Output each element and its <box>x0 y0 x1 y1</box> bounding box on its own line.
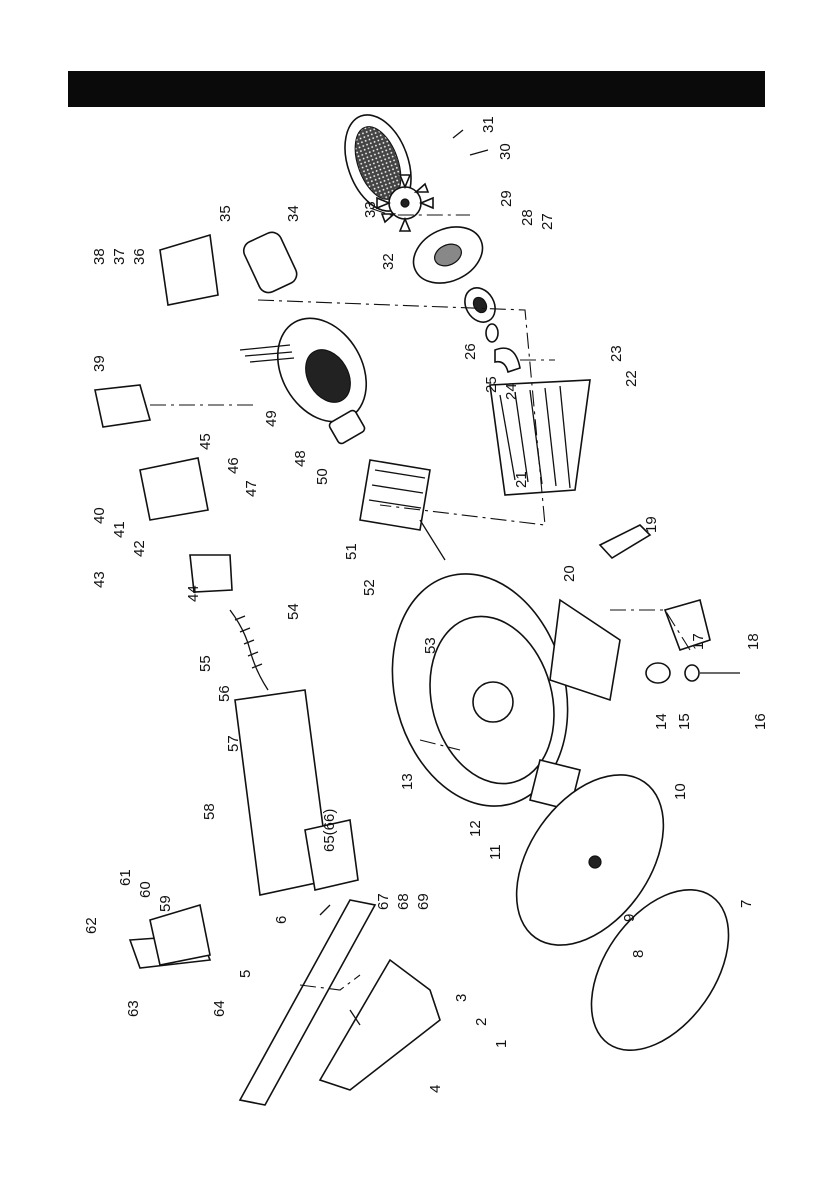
label-28: 28 <box>519 209 536 226</box>
label-54: 54 <box>285 603 302 620</box>
stator-winding <box>240 302 384 437</box>
label-8: 8 <box>630 950 647 958</box>
label-41: 41 <box>111 521 128 538</box>
label-64: 64 <box>211 1000 228 1017</box>
label-69: 69 <box>415 893 432 910</box>
label-13: 13 <box>399 773 416 790</box>
label-17: 17 <box>690 633 707 650</box>
mounting-bracket <box>495 348 520 372</box>
capacitor-cover <box>160 235 218 305</box>
label-2: 2 <box>473 1018 490 1026</box>
label-30: 30 <box>497 143 514 160</box>
label-11: 11 <box>487 844 504 860</box>
label-18: 18 <box>745 633 762 650</box>
rubber-foot <box>646 663 670 683</box>
wave-washer <box>486 324 498 342</box>
label-40: 40 <box>91 507 108 524</box>
label-47: 47 <box>243 480 260 497</box>
label-23: 23 <box>608 345 625 362</box>
label-12: 12 <box>467 820 484 837</box>
label-67: 67 <box>375 893 392 910</box>
label-6: 6 <box>273 916 290 924</box>
label-53: 53 <box>422 637 439 654</box>
label-42: 42 <box>131 540 148 557</box>
label-31: 31 <box>480 116 497 133</box>
label-44: 44 <box>185 585 202 602</box>
label-1: 1 <box>493 1040 510 1048</box>
rear-bearing <box>459 282 501 327</box>
label-35: 35 <box>217 205 234 222</box>
label-9: 9 <box>621 914 638 922</box>
label-59: 59 <box>157 895 174 912</box>
power-cord <box>230 610 268 690</box>
label-43: 43 <box>91 571 108 588</box>
label-26: 26 <box>462 343 479 360</box>
label-51: 51 <box>343 543 360 560</box>
label-48: 48 <box>292 450 309 467</box>
label-33: 33 <box>362 201 379 218</box>
label-60: 60 <box>137 881 154 898</box>
label-34: 34 <box>285 205 302 222</box>
label-36: 36 <box>131 248 148 265</box>
label-21: 21 <box>513 471 530 488</box>
junction-box <box>95 385 150 427</box>
label-10: 10 <box>672 783 689 800</box>
label-61: 61 <box>117 869 134 886</box>
label-45: 45 <box>197 433 214 450</box>
label-20: 20 <box>561 565 578 582</box>
label-55: 55 <box>197 655 214 672</box>
label-39: 39 <box>91 355 108 372</box>
label-16: 16 <box>752 713 769 730</box>
miter-gauge <box>150 905 210 965</box>
washer <box>685 665 699 681</box>
label-68: 68 <box>395 893 412 910</box>
label-29: 29 <box>498 190 515 207</box>
label-14: 14 <box>653 713 670 730</box>
armature-rotor <box>360 460 445 560</box>
disc-guard <box>320 960 440 1090</box>
label-65: 65(66) <box>321 809 338 852</box>
label-3: 3 <box>453 994 470 1002</box>
label-50: 50 <box>314 468 331 485</box>
label-63: 63 <box>125 1000 142 1017</box>
label-25: 25 <box>483 376 500 393</box>
label-27: 27 <box>539 213 556 230</box>
label-37: 37 <box>111 248 128 265</box>
label-7: 7 <box>738 900 755 908</box>
label-24: 24 <box>503 383 520 400</box>
label-62: 62 <box>83 917 100 934</box>
label-19: 19 <box>643 516 660 533</box>
label-4: 4 <box>427 1085 444 1093</box>
label-56: 56 <box>216 685 233 702</box>
label-46: 46 <box>225 457 242 474</box>
label-58: 58 <box>201 803 218 820</box>
label-57: 57 <box>225 735 242 752</box>
switch-box-cover <box>140 458 208 520</box>
rear-end-cover <box>404 216 491 294</box>
label-38: 38 <box>91 248 108 265</box>
label-32: 32 <box>380 253 397 270</box>
label-52: 52 <box>361 579 378 596</box>
label-49: 49 <box>263 410 280 427</box>
label-15: 15 <box>676 713 693 730</box>
label-5: 5 <box>237 970 254 978</box>
label-22: 22 <box>623 370 640 387</box>
capacitor <box>240 229 299 296</box>
